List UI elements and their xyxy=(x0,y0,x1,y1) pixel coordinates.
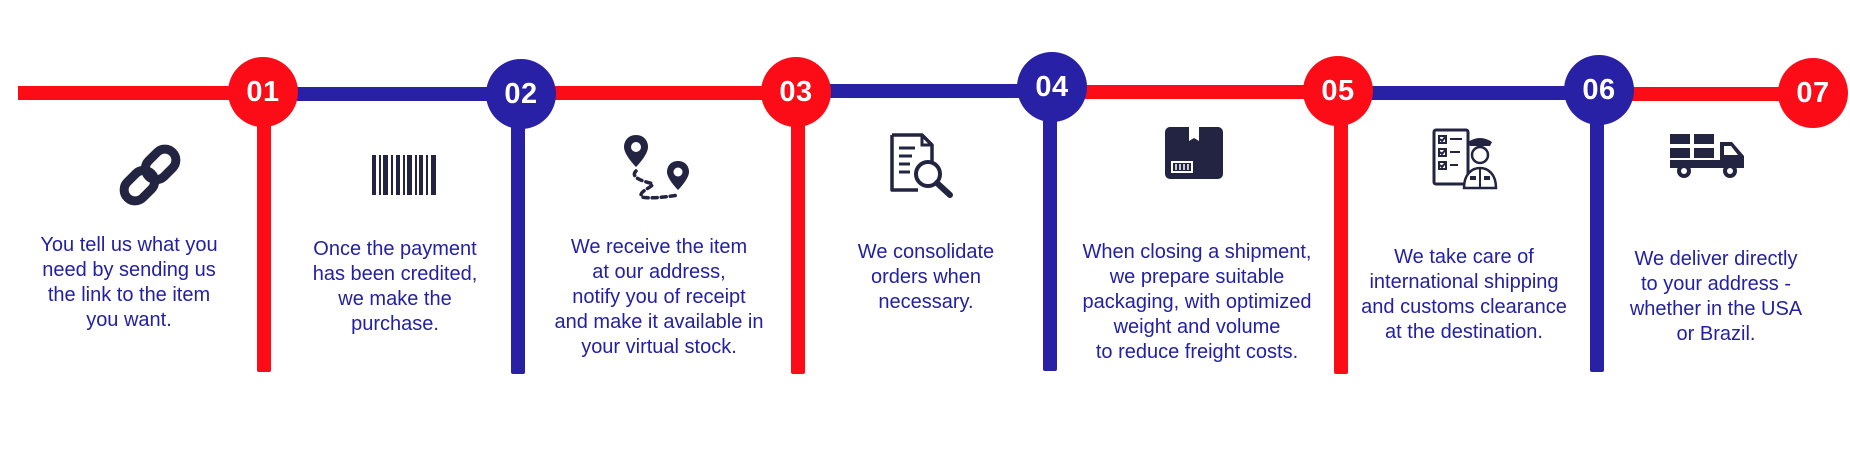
step-02-description: Once the payment has been credited, we m… xyxy=(312,238,478,335)
package-box-icon xyxy=(1165,127,1223,179)
step-07-badge: 07 xyxy=(1778,58,1848,128)
step-07-description: We deliver directly to your address - wh… xyxy=(1629,248,1803,345)
timeline-segment-02-03 xyxy=(520,86,796,100)
step-04-badge: 04 xyxy=(1017,52,1087,122)
customs-officer-checklist-icon xyxy=(1432,128,1498,190)
step-01-badge: 01 xyxy=(228,57,298,127)
document-search-icon xyxy=(890,133,953,198)
step-03-badge: 03 xyxy=(761,57,831,127)
link-icon xyxy=(119,144,181,206)
step-03-description: We receive the item at our address, noti… xyxy=(554,236,764,358)
step-06-badge: 06 xyxy=(1564,55,1634,125)
timeline-segment-06-07 xyxy=(1598,87,1816,101)
step-01-drop-line xyxy=(257,110,271,372)
step-03-drop-line xyxy=(791,110,805,374)
timeline-segment-04-05 xyxy=(1052,85,1336,99)
barcode-icon xyxy=(372,155,436,195)
step-04-description: We consolidate orders when necessary. xyxy=(857,241,995,313)
step-04-drop-line xyxy=(1043,108,1057,371)
step-01-description: You tell us what you need by sending us … xyxy=(40,234,218,331)
timeline-segment-start xyxy=(18,86,258,100)
step-05-badge: 05 xyxy=(1303,56,1373,126)
step-05-description: When closing a shipment, we prepare suit… xyxy=(1082,241,1312,363)
step-02-badge: 02 xyxy=(486,59,556,129)
timeline-segment-01-02 xyxy=(258,87,520,101)
step-02-drop-line xyxy=(511,112,525,374)
step-05-drop-line xyxy=(1334,110,1348,374)
timeline-segment-05-06 xyxy=(1336,86,1598,100)
route-pins-icon xyxy=(624,135,689,200)
step-06-description: We take care of international shipping a… xyxy=(1361,246,1567,343)
step-06-drop-line xyxy=(1590,110,1604,372)
timeline-segment-03-04 xyxy=(796,84,1052,98)
delivery-truck-icon xyxy=(1670,134,1744,178)
